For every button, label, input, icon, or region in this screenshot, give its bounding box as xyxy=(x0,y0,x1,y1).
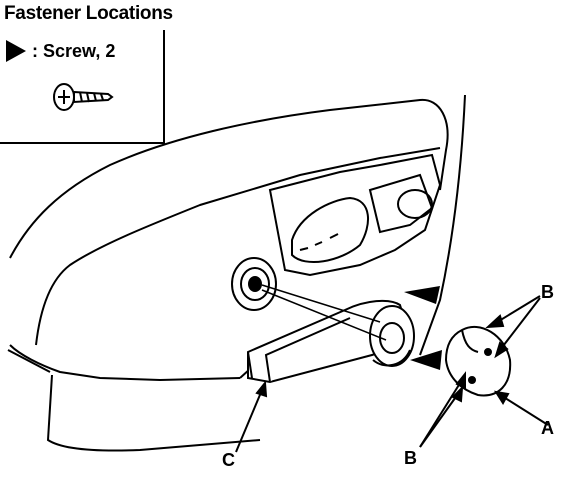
fastener-legend-box xyxy=(0,30,165,144)
screw-location-markers xyxy=(404,286,442,370)
page-title: Fastener Locations xyxy=(4,3,173,24)
arrowhead-icon xyxy=(6,40,26,62)
screw-marker-upper xyxy=(404,286,440,304)
callout-b-lower: B xyxy=(404,448,417,468)
callout-leaders xyxy=(235,295,549,453)
screw-marker-lower xyxy=(410,350,442,370)
callout-a: A xyxy=(541,418,554,438)
legend-screw: : Screw, 2 xyxy=(6,40,115,62)
cover-a xyxy=(444,325,512,397)
alignment-lines xyxy=(261,284,387,341)
screw-icon xyxy=(53,83,114,111)
callout-c: C xyxy=(222,450,235,470)
switch-panel xyxy=(268,153,442,277)
recline-lever xyxy=(247,299,415,384)
seat-knob xyxy=(231,257,277,311)
legend-screw-label: : Screw, 2 xyxy=(32,40,116,61)
callout-b-upper: B xyxy=(541,282,554,302)
